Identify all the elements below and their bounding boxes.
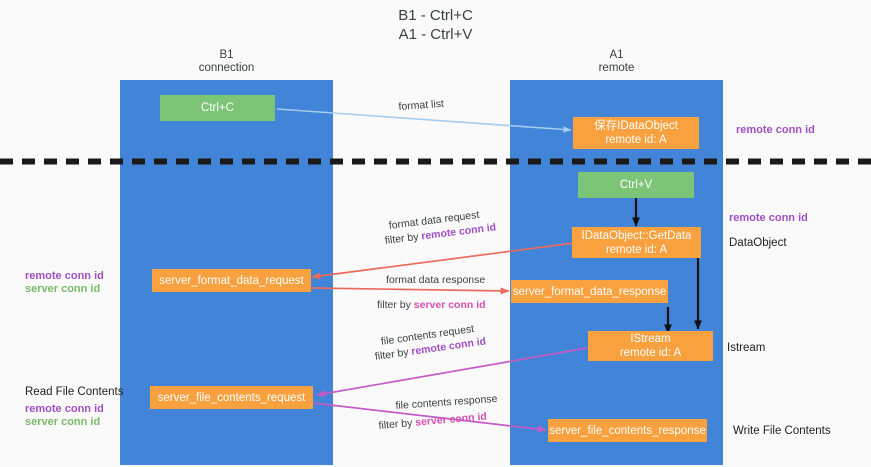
box-server-format-data-request-label: server_format_data_request <box>159 274 304 287</box>
side-label-left-server-conn-id-bottom: server conn id <box>25 416 101 428</box>
box-server-format-data-response[interactable]: server_format_data_response <box>511 280 668 303</box>
box-istream-line1: IStream <box>630 333 671 345</box>
filter-prefix: filter by <box>377 299 414 311</box>
arrow-file-contents-response <box>312 402 547 433</box>
arrow-format-data-response <box>309 287 510 295</box>
lane-header-a1-sub: remote <box>598 62 635 74</box>
lane-header-b1-name: B1 <box>219 49 234 61</box>
box-saved-idataobject-line2: remote id: A <box>605 134 667 146</box>
side-label-left-server-conn-id-mid: server conn id <box>25 283 101 295</box>
box-istream[interactable]: IStream remote id: A <box>588 331 713 361</box>
arrow-format-data-request <box>311 242 575 280</box>
box-server-file-contents-response[interactable]: server_file_contents_response <box>548 419 707 442</box>
box-ctrl-v[interactable]: Ctrl+V <box>578 172 694 198</box>
box-saved-idataobject[interactable]: 保存IDataObject remote id: A <box>573 117 699 149</box>
side-label-dataobject: DataObject <box>729 237 787 249</box>
box-ctrl-v-label: Ctrl+V <box>619 179 653 191</box>
lane-header-a1: A1 remote <box>510 49 723 75</box>
side-label-istream: Istream <box>727 342 766 354</box>
filter-prefix: filter by <box>378 416 416 432</box>
arrow-file-contents-request <box>316 347 588 398</box>
lane-header-a1-name: A1 <box>609 49 624 61</box>
box-server-format-data-response-label: server_format_data_response <box>512 285 667 298</box>
box-saved-idataobject-line1: 保存IDataObject <box>594 120 678 132</box>
box-getdata-line1: IDataObject::GetData <box>581 229 692 242</box>
box-server-file-contents-response-label: server_file_contents_response <box>549 424 706 437</box>
box-ctrl-c-label: Ctrl+C <box>201 102 234 114</box>
lane-header-b1: B1 connection <box>120 49 333 75</box>
box-server-file-contents-request-label: server_file_contents_request <box>157 391 306 404</box>
side-label-read-file-contents: Read File Contents <box>25 386 124 398</box>
title-line-1: B1 - Ctrl+C <box>398 7 473 24</box>
label-format-data-response-filter: filter by server conn id <box>377 298 486 312</box>
side-label-remote-conn-id-mid: remote conn id <box>729 212 808 224</box>
box-server-format-data-request[interactable]: server_format_data_request <box>152 269 311 292</box>
box-getdata-line2: remote id: A <box>605 243 668 256</box>
box-server-file-contents-request[interactable]: server_file_contents_request <box>150 386 313 409</box>
side-label-left-remote-conn-id-mid: remote conn id <box>25 270 104 282</box>
title-line-2: A1 - Ctrl+V <box>398 26 473 43</box>
box-idataobject-getdata[interactable]: IDataObject::GetData remote id: A <box>572 227 701 258</box>
box-ctrl-c[interactable]: Ctrl+C <box>160 95 275 121</box>
box-istream-line2: remote id: A <box>619 347 682 359</box>
label-format-data-response: format data response <box>386 274 486 286</box>
side-label-left-remote-conn-id-bottom: remote conn id <box>25 403 104 415</box>
arrow-format-list <box>276 108 572 133</box>
filter-key: server conn id <box>413 299 486 311</box>
lane-header-b1-sub: connection <box>198 62 255 74</box>
side-label-remote-conn-id-top: remote conn id <box>736 124 815 136</box>
side-label-write-file-contents: Write File Contents <box>733 425 831 437</box>
diagram-title: B1 - Ctrl+C A1 - Ctrl+V <box>0 6 871 44</box>
